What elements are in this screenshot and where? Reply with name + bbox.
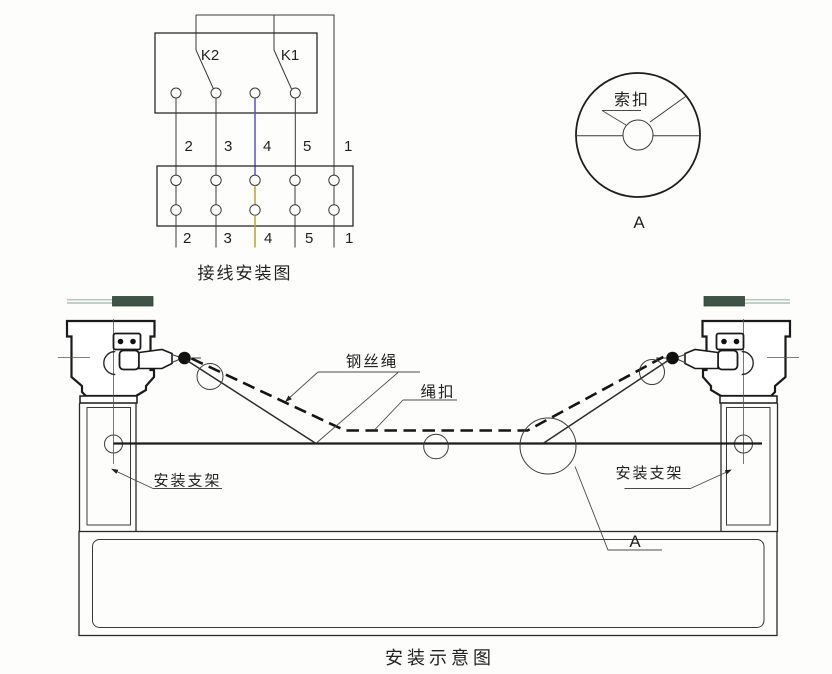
wire-label: 2 <box>185 138 193 155</box>
detail-view-a: 索扣 A <box>575 72 701 232</box>
detail-marker-circle <box>519 417 577 475</box>
switch-terminal <box>170 87 182 99</box>
k1-blade <box>273 49 292 90</box>
rope-clip-label: 索扣 <box>614 91 650 109</box>
installation-caption: 安装示意图 <box>385 648 495 668</box>
cable-diagonal-left <box>186 359 317 445</box>
detail-view-name: A <box>633 213 645 232</box>
installation-diagram: 钢丝绳 绳扣 安装支架 安装支架 A 安装示意图 <box>56 295 801 668</box>
wire-label: 1 <box>345 230 353 247</box>
detail-ref-leader <box>574 466 662 551</box>
pull-switch-right <box>654 295 801 534</box>
leader-arrowhead <box>111 468 119 474</box>
cable-diagonal-right <box>542 358 670 445</box>
detail-outer-circle <box>575 72 701 198</box>
label-leader <box>374 399 404 431</box>
wire-label: 3 <box>224 138 232 155</box>
bracket-label-right: 安装支架 <box>615 465 683 482</box>
label-leader <box>690 470 731 489</box>
leader-arrowhead <box>724 469 732 475</box>
switch-terminal <box>289 87 301 99</box>
label-leader <box>601 110 627 126</box>
k1-label: K1 <box>281 47 299 64</box>
label-leader <box>286 371 319 401</box>
wire-label: 4 <box>263 138 271 155</box>
switch-box <box>154 32 318 114</box>
terminal-row-top <box>170 174 340 187</box>
label-leader <box>113 469 154 489</box>
wire-rope-dashed <box>190 354 667 432</box>
bracket-label-left: 安装支架 <box>153 473 221 490</box>
wire-label: 4 <box>264 230 272 247</box>
rope-line-diagonal <box>649 95 688 123</box>
k2-blade <box>195 49 214 90</box>
k2-label: K2 <box>201 47 219 64</box>
wire-label: 3 <box>224 230 232 247</box>
wire-label: 1 <box>344 138 352 155</box>
rope-clip-label: 绳扣 <box>420 383 455 401</box>
label-leader <box>316 372 399 443</box>
wiring-diagram: K2 K1 2 3 4 5 1 <box>154 14 354 283</box>
rope-ring-left <box>196 363 224 390</box>
leader-arrowhead <box>285 395 292 402</box>
rope-ring-middle <box>423 433 449 460</box>
conveyor-frame-inner <box>92 539 765 628</box>
rope-clip-circle <box>622 119 654 151</box>
rope-ring-right <box>639 359 665 385</box>
switch-terminal <box>210 87 222 99</box>
terminal-row-bottom <box>170 204 340 216</box>
detail-ref-label: A <box>629 532 641 551</box>
common-wire-1 <box>196 14 335 175</box>
wire-label: 2 <box>183 230 191 247</box>
wire-rope-label: 钢丝绳 <box>346 353 399 371</box>
pull-switch-left <box>56 295 203 534</box>
wire-label: 5 <box>303 138 311 155</box>
switch-terminal <box>249 87 261 99</box>
conveyor-frame-outer <box>78 530 778 637</box>
wiring-caption: 接线安装图 <box>198 264 293 283</box>
wire-label: 5 <box>305 230 313 247</box>
